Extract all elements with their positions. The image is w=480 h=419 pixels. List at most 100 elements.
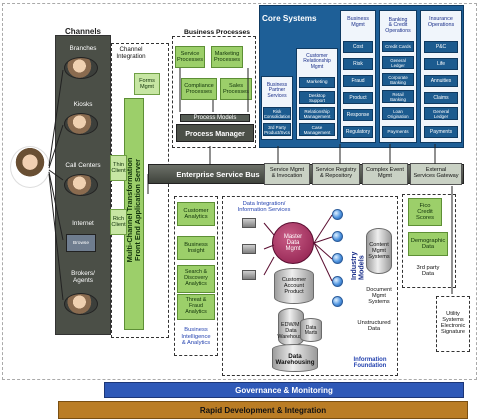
business-processes-frame [172,36,256,148]
bi-threat-fraud: Threat & Fraud Analytics [177,294,215,320]
customer-illustration [10,146,50,188]
bi-customer-analytics: Customer Analytics [177,202,215,226]
content-mgmt-db [366,228,392,274]
esb-title: Enterprise Service Bus [176,169,260,179]
channel-integration-box [111,43,169,338]
bm-product-item: Product [343,92,373,104]
banking-corporate-item: Corporate Banking [382,73,414,86]
mdm-links [263,214,333,282]
customer-channel-arrows [48,69,64,301]
data-node-2 [332,231,343,242]
crm-case-item: Case Management [299,123,335,136]
ins-claims-item: Claims [424,92,458,104]
forms-mgmt-box: Forms Mgmt [134,73,160,95]
information-foundation-frame [222,196,398,376]
call-centers-photo [64,174,98,196]
business-processes-title: Business Processes [183,29,251,36]
process-manager-bar: Process Manager [176,124,254,142]
marketing-processes-box: Marketing Processes [211,46,243,68]
bm-cost-item: Cost [343,41,373,53]
mdm-circle: Master Data Mgmt [272,222,314,264]
brokers-photo [64,293,98,315]
data-integration-label: Data Integration/ Information Services [226,198,302,216]
banking-loan-item: Loan Origination [382,107,414,120]
business-mgmt-title: Business Mgmt [347,16,369,28]
data-marts-db [300,318,322,342]
crm-relationship-item: Relationship Management [299,107,335,120]
outer-frame [2,3,477,380]
bm-fraud-item: Fraud [343,75,373,87]
channel-call-centers: Call Centers [65,162,101,169]
banking-payments-item: Payments [382,126,414,138]
channel-brokers-agents: Brokers/ Agents [71,270,95,284]
banking-general-ledger-item: General Ledger [382,56,414,69]
third-party-products-item: 3rd Party Product/Svcs [263,123,291,136]
utility-systems-label: Utility Systems Electronic Signature [440,311,466,335]
rich-client-box: Rich Client [110,209,127,235]
kiosks-photo [64,113,98,135]
partner-services-title: Business Partner Services [266,82,288,99]
bi-frame [174,196,218,356]
banking-title: Banking & Credit Operations [385,16,411,34]
ins-pc-item: P&C [424,41,458,53]
external-arrows [451,186,453,294]
ins-general-ledger-item: General Ledger [424,107,458,120]
data-warehouse-db [272,344,318,372]
branches-photo [64,57,98,79]
demographic-data-box: Demographic Data [408,232,448,256]
esb-tab-service-mgmt: Service Mgmt & Invocation [264,163,310,185]
channel-branches: Branches [69,45,97,52]
internet-browse-icon: Browse [66,234,96,252]
data-node-4 [332,276,343,287]
bm-regulatory-item: Regulatory [343,126,373,138]
crm-title: Customer Relationship Mgmt [303,53,331,70]
esb-tab-registry: Service Registry & Repository [312,163,360,185]
risk-consolidation-item: Risk Consolidation [263,107,291,120]
channels-title: Channels [64,27,101,36]
data-node-3 [332,253,343,264]
fico-credit-box: Fico Credit Scores [408,198,442,226]
information-foundation-label: Information Foundation [353,356,387,369]
banking-credit-cards-item: Credit Cards [382,41,414,52]
bi-caption: Business Intelligence & Analytics [181,327,211,347]
edw-label: EDW/MI Data Warehouse [277,322,305,340]
esb-tab-external-gateway: External Services Gateway [410,163,462,185]
process-arrows [179,68,249,112]
banking-retail-item: Retail Banking [382,90,414,103]
thin-client-box: Thin Client [110,155,127,181]
governance-bar: Governance & Monitoring [104,382,464,398]
integration-stack-1 [242,218,256,228]
ins-payments-item: Payments [424,126,458,138]
rapid-development-bar: Rapid Development & Integration [58,401,468,419]
bi-search-discovery: Search & Discovery Analytics [177,265,215,293]
customer-account-label: Customer Account Product [281,277,307,295]
unstructured-data-label: Unstructured Data [357,319,391,332]
data-node-1 [332,209,343,220]
external-data-frame [402,194,456,288]
data-marts-label: Data Marts [304,324,318,336]
crm-marketing-item: Marketing [299,77,335,88]
channel-kiosks: Kiosks [73,101,93,108]
data-node-5 [332,296,343,307]
third-party-data-label: 3rd party Data [416,264,440,277]
multi-channel-server-label: Multi-Channel Transformation Front End A… [125,157,142,263]
core-systems-title: Core Systems [262,14,317,23]
sales-processes-box: Sales Processes [220,78,252,100]
compliance-processes-box: Compliance Processes [181,78,217,100]
ins-life-item: Life [424,58,458,70]
content-mgmt-label: Content Mgmt Systems [368,242,390,260]
integration-stack-3 [242,270,256,280]
utility-systems-frame [436,296,470,352]
bm-risk-item: Risk [343,58,373,70]
insurance-title: Insurance Operations [427,16,455,28]
process-models-bar: Process Models [180,114,250,122]
bi-business-insight: Business Insight [177,236,215,260]
channel-integration-label: Channel Integration [113,44,149,62]
channel-internet: Internet [72,220,94,227]
ins-annuities-item: Annuities [424,75,458,87]
esb-connector-arrows [147,144,436,194]
esb-tab-complex-event: Complex Event Mgmt [362,163,408,185]
data-warehousing-label: Data Warehousing [275,352,315,366]
integration-stack-2 [242,244,256,254]
document-mgmt-label: Document Mgmt Systems [366,287,392,305]
